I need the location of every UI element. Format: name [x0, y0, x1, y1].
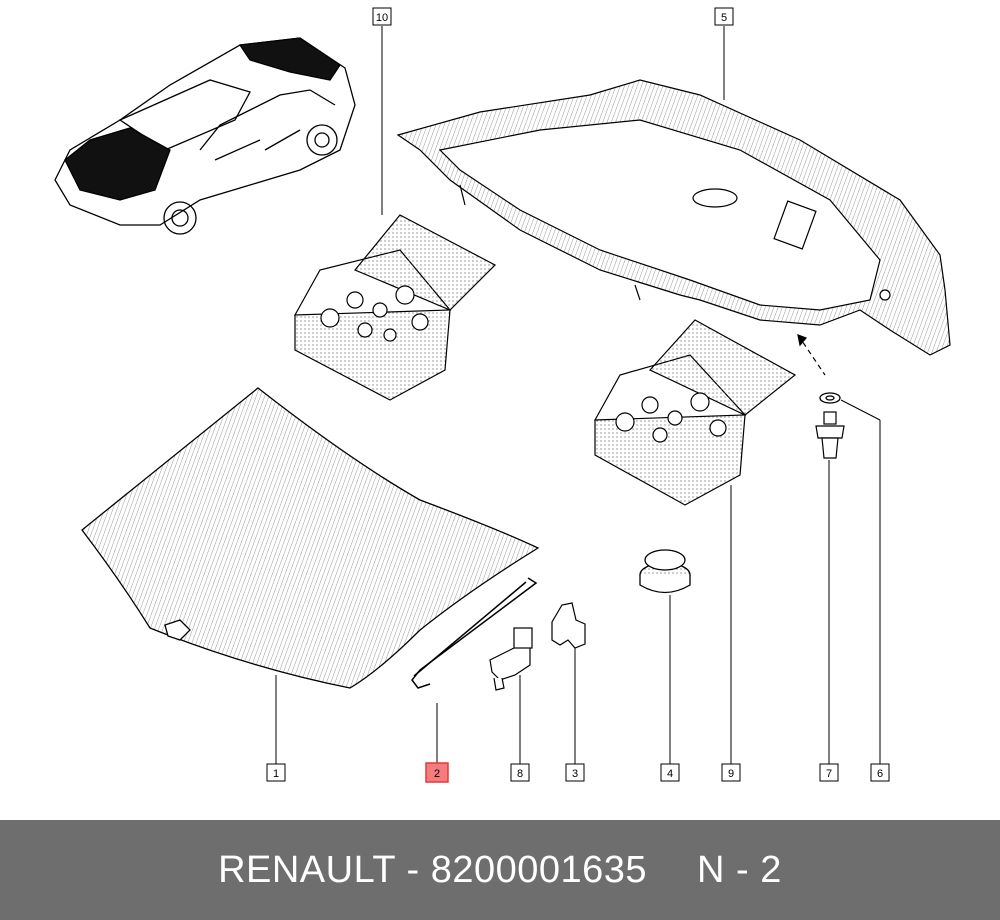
- callout-10-label: 10: [376, 12, 388, 24]
- parts-diagram: 10 5 1 2 8 3 4 9 7 6: [54, 7, 951, 783]
- callout-8[interactable]: 8: [510, 763, 530, 782]
- callout-7-label: 7: [826, 768, 832, 780]
- callout-3[interactable]: 3: [565, 763, 585, 782]
- leader-lines: [275, 26, 881, 764]
- bump-stop-illustration: [815, 411, 845, 459]
- washer-illustration: [819, 392, 841, 404]
- callout-4[interactable]: 4: [660, 763, 680, 782]
- callout-2-highlighted[interactable]: 2: [425, 762, 449, 783]
- car-overview-illustration: [54, 37, 356, 235]
- callout-2-label: 2: [434, 768, 440, 780]
- callout-6[interactable]: 6: [870, 763, 890, 782]
- footer-part-number: RENAULT - 8200001635: [218, 848, 648, 891]
- callout-5[interactable]: 5: [714, 7, 734, 26]
- rod-holder-illustration: [551, 602, 586, 649]
- callout-10[interactable]: 10: [372, 7, 392, 26]
- callout-3-label: 3: [572, 768, 578, 780]
- callout-6-label: 6: [877, 768, 883, 780]
- rod-clip-illustration: [489, 627, 533, 691]
- callout-5-label: 5: [721, 12, 727, 24]
- clip-kit-box-bottom-illustration: [593, 319, 797, 506]
- callout-9[interactable]: 9: [721, 763, 741, 782]
- callout-4-label: 4: [667, 768, 673, 780]
- callout-9-label: 9: [728, 768, 734, 780]
- footer-diagram-ref: N - 2: [697, 848, 782, 891]
- grommet-illustration: [639, 549, 691, 594]
- callout-7[interactable]: 7: [819, 763, 839, 782]
- hood-stay-rod-illustration: [411, 577, 538, 689]
- panel-frame-illustration: [396, 79, 951, 376]
- clip-kit-box-top-illustration: [293, 214, 497, 401]
- callout-8-label: 8: [517, 768, 523, 780]
- callout-1-label: 1: [273, 768, 279, 780]
- callout-1[interactable]: 1: [266, 763, 286, 782]
- hood-illustration: [81, 387, 540, 689]
- footer-banner: RENAULT - 8200001635 N - 2: [0, 820, 1000, 920]
